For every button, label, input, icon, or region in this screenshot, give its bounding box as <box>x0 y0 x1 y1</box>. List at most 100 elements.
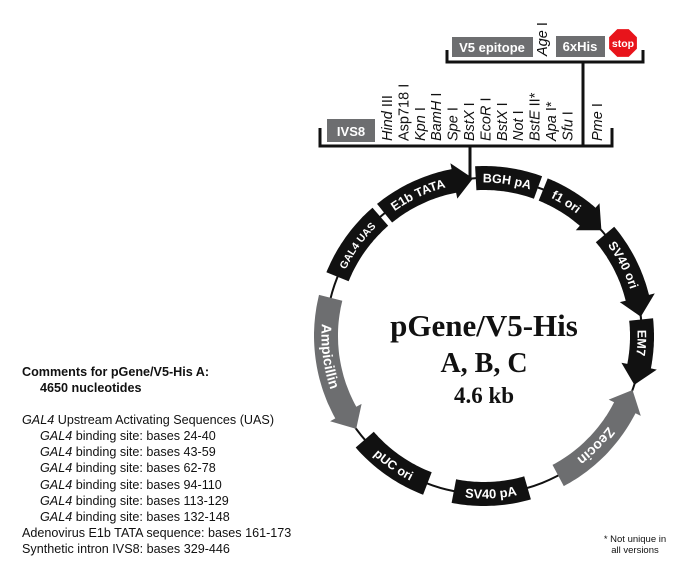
feature-puc-ori-box <box>355 431 432 495</box>
binding-site-comment: GAL4 binding site: bases 24-40 <box>22 428 291 444</box>
mcs-boxes: IVS8 V5 epitope 6xHis stop Age I Pme I <box>327 22 637 142</box>
footnote-line: * Not unique in <box>603 534 667 545</box>
lower-bracket <box>318 128 614 148</box>
site-rest: III <box>380 95 396 111</box>
feature-e1b-tata-arrow <box>377 163 473 223</box>
feature-label: EM7 <box>633 330 648 357</box>
site-pme-i: Pme I <box>590 103 606 141</box>
binding-site-text: binding site: bases 24-40 <box>72 429 216 444</box>
feature-f1-ori-arrow <box>538 178 602 231</box>
binding-site-text: binding site: bases 62-78 <box>72 461 216 476</box>
restriction-site: Spe I <box>446 107 462 141</box>
plasmid-size: 4.6 kb <box>454 383 514 408</box>
gene-name: GAL4 <box>40 429 73 444</box>
site-italic: EcoR <box>478 105 494 141</box>
feature-bgh-pa-box <box>475 166 543 199</box>
stop-sign-icon <box>609 29 637 57</box>
v5-epitope-label: V5 epitope <box>459 40 525 55</box>
binding-site-text: binding site: bases 132-148 <box>72 509 230 524</box>
restriction-site: Apa I* <box>544 101 560 142</box>
site-italic: Hind <box>380 110 396 141</box>
ivs8-box <box>327 119 375 142</box>
binding-site-comment: GAL4 binding site: bases 113-129 <box>22 493 291 509</box>
upper-bracket <box>445 50 645 64</box>
site-rest: I <box>446 107 462 115</box>
site-italic: Kpn <box>413 115 429 141</box>
gene-name: GAL4 <box>40 477 73 492</box>
site-italic: BstE <box>528 110 544 141</box>
restriction-site: BstE II* <box>528 92 544 141</box>
binding-site-text: binding site: bases 113-129 <box>72 493 229 508</box>
binding-site-comment: GAL4 binding site: bases 94-110 <box>22 477 291 493</box>
site-rest: I <box>495 102 511 110</box>
site-rest: I* <box>544 101 560 115</box>
plasmid-name: pGene/V5-His <box>390 308 578 343</box>
restriction-site: Sfu I <box>560 111 576 141</box>
binding-site-text: binding site: bases 43-59 <box>72 445 216 460</box>
restriction-site: Kpn I <box>413 107 429 141</box>
site-rest: I <box>462 102 478 110</box>
feature-sv40-ori-arrow <box>595 226 655 317</box>
site-rest: I <box>478 97 494 105</box>
footnote: * Not unique in all versions <box>590 534 680 556</box>
binding-site-comment: GAL4 binding site: bases 132-148 <box>22 509 291 525</box>
gene-name: GAL4 <box>40 509 73 524</box>
mcs-bracket <box>318 50 645 180</box>
tata-comment: Adenovirus E1b TATA sequence: bases 161-… <box>22 525 292 540</box>
feature-label: SV40 pA <box>464 483 518 501</box>
site-italic: Spe <box>446 115 462 141</box>
plasmid-variants: A, B, C <box>440 348 527 379</box>
site-age-i: Age I <box>535 22 551 57</box>
site-rest: I <box>413 107 429 115</box>
gene-name: GAL4 <box>40 445 73 460</box>
site-italic: Age <box>535 30 551 57</box>
site-italic: BstX <box>462 109 478 141</box>
restriction-site: Asp718 I <box>396 84 412 141</box>
feature-label-text: SV40 pA <box>464 483 518 501</box>
binding-site-comment: GAL4 binding site: bases 43-59 <box>22 444 291 460</box>
stop-label: stop <box>612 38 634 50</box>
feature-zeocin-arrow <box>552 390 641 487</box>
site-italic: Pme <box>590 111 606 141</box>
site-rest: I <box>429 93 445 101</box>
feature-gal4-uas-box <box>326 207 389 282</box>
site-rest: I <box>560 111 576 119</box>
restriction-site: Hind III <box>380 95 396 141</box>
intron-comment: Synthetic intron IVS8: bases 329-446 <box>22 541 230 556</box>
comments-block: Comments for pGene/V5-His A: 4650 nucleo… <box>22 364 291 557</box>
ivs8-label: IVS8 <box>337 124 365 139</box>
gene-name: GAL4 <box>40 461 73 476</box>
site-italic: BamH <box>429 100 445 141</box>
restriction-site: EcoR I <box>478 97 494 141</box>
gene-name: GAL4 <box>22 413 55 428</box>
feature-ampicillin-arrow <box>314 294 362 429</box>
comments-heading: Comments for pGene/V5-His A: <box>22 365 210 379</box>
site-rest: II* <box>528 92 544 110</box>
nucleotide-count: 4650 nucleotides <box>40 381 142 396</box>
feature-sv40-pa-box <box>451 476 531 506</box>
6xhis-label: 6xHis <box>563 39 598 54</box>
uas-heading: GAL4 Upstream Activating Sequences (UAS) <box>22 412 291 428</box>
site-italic: Sfu <box>560 119 576 141</box>
binding-site-text: binding site: bases 94-110 <box>72 477 222 492</box>
feature-label-text: EM7 <box>633 330 648 357</box>
restriction-site: Not I <box>511 110 527 141</box>
gene-name: GAL4 <box>40 493 73 508</box>
footnote-line: all versions <box>611 544 659 556</box>
restriction-site: BamH I <box>429 93 445 141</box>
site-rest: I <box>590 103 606 111</box>
feature-em7-arrow <box>621 318 657 385</box>
site-rest: I <box>511 110 527 118</box>
site-italic: Apa <box>544 115 560 142</box>
uas-text: Upstream Activating Sequences (UAS) <box>54 413 275 428</box>
restriction-site: BstX I <box>495 102 511 141</box>
v5-epitope-box <box>452 37 533 57</box>
restriction-site: BstX I <box>462 102 478 141</box>
site-rest: Asp718 I <box>396 84 412 141</box>
site-italic: BstX <box>495 109 511 141</box>
site-rest: I <box>535 22 551 30</box>
binding-site-comment: GAL4 binding site: bases 62-78 <box>22 460 291 476</box>
